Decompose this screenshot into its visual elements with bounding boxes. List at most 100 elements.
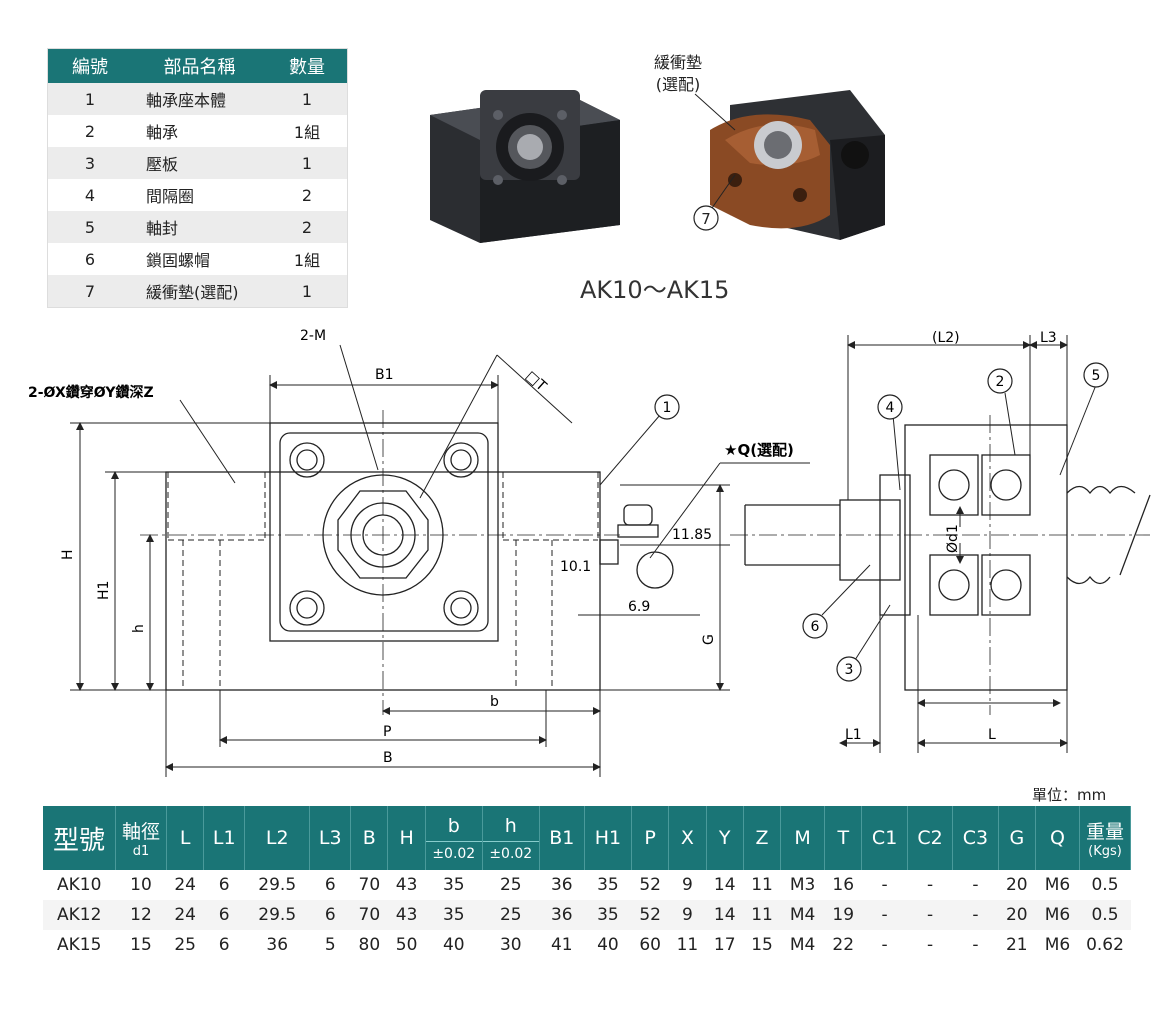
spec-cell: 29.5 xyxy=(258,875,297,895)
spec-header-t: T xyxy=(824,806,863,870)
spec-cell: 9 xyxy=(668,900,707,930)
spec-cell: 30 xyxy=(499,935,522,955)
unit-label: 單位：mm xyxy=(1032,786,1107,804)
parts-cell: 緩衝墊(選配) xyxy=(132,275,267,308)
label-h-lower: h xyxy=(131,624,147,633)
spec-cell: 35 xyxy=(597,875,619,895)
spec-cell: 20 xyxy=(998,900,1036,930)
spec-cell: - xyxy=(972,875,979,895)
spec-header-d1: d1 xyxy=(132,844,150,859)
label-2m: 2-M xyxy=(300,328,326,344)
spec-header-q: Q xyxy=(1035,806,1081,870)
parts-cell: 4 xyxy=(84,185,96,205)
spec-cell: 0.5 xyxy=(1079,900,1131,930)
spec-header-h-tol: ±0.02 xyxy=(482,840,539,862)
spec-cell: M6 xyxy=(1044,875,1071,895)
product-photo-block xyxy=(430,90,620,243)
callout-circle-6 xyxy=(802,613,828,639)
spec-cell: - xyxy=(926,875,934,895)
parts-cell: 2 xyxy=(267,211,348,243)
label-1: 1 xyxy=(663,400,672,416)
spec-header-b-tol: ±0.02 xyxy=(425,840,482,862)
spec-header-l1: L1 xyxy=(203,806,246,870)
spec-header-x: X xyxy=(668,806,707,870)
label-l: L xyxy=(988,727,996,743)
spec-cell: 70 xyxy=(350,900,388,930)
spec-cell: 25 xyxy=(482,900,540,930)
spec-cell: AK10 xyxy=(57,875,102,895)
spec-cell: 35 xyxy=(584,900,632,930)
spec-cell: 25 xyxy=(174,935,196,955)
spec-cell: 35 xyxy=(425,900,483,930)
spec-cell: 40 xyxy=(597,935,619,955)
spec-header-shaft-cn: 軸徑 xyxy=(121,821,160,843)
cushion-label-2: (選配) xyxy=(656,75,701,94)
spec-cell: 11 xyxy=(743,900,781,930)
callout-circle-4 xyxy=(877,394,903,420)
spec-cell: - xyxy=(881,875,888,895)
spec-cell: 35 xyxy=(442,875,465,895)
spec-cell: 22 xyxy=(832,935,855,955)
spec-header-c3: C3 xyxy=(952,806,999,870)
label-n6: 6 xyxy=(811,619,820,635)
spec-cell: 9 xyxy=(682,875,693,895)
spec-header-y: Y xyxy=(706,806,744,870)
label-b1: B1 xyxy=(375,367,394,383)
spec-cell: 40 xyxy=(442,935,465,955)
spec-header-weight-cn: 重量 xyxy=(1085,821,1124,843)
label-n5: 5 xyxy=(1092,368,1101,384)
spec-cell: 15 xyxy=(751,935,773,955)
spec-header-b-big: B xyxy=(350,806,389,870)
spec-cell: 70 xyxy=(358,875,381,895)
parts-cell: 1 xyxy=(267,275,348,308)
spec-cell: M3 xyxy=(789,875,816,895)
spec-header-g: G xyxy=(998,806,1036,870)
spec-cell: 19 xyxy=(824,900,862,930)
spec-cell: 36 xyxy=(266,935,289,955)
spec-cell: 17 xyxy=(713,935,736,955)
spec-cell: - xyxy=(952,900,999,930)
spec-cell: 25 xyxy=(499,875,522,895)
label-hole: 2-ØX鑽穿ØY鑽深Z xyxy=(28,384,154,401)
spec-header-l: L xyxy=(166,806,205,870)
spec-cell: 6 xyxy=(218,935,230,955)
spec-header-l3: L3 xyxy=(309,806,352,870)
spec-cell: - xyxy=(926,935,934,955)
parts-header-row: 編號 部品名稱 數量 xyxy=(47,48,348,83)
spec-header-b: b±0.02 xyxy=(425,806,483,870)
spec-cell: 50 xyxy=(395,935,418,955)
spec-cell: 20 xyxy=(1005,875,1028,895)
parts-cell: 1 xyxy=(267,147,348,179)
spec-cell: AK15 xyxy=(57,935,102,955)
spec-cell: - xyxy=(861,900,908,930)
spec-header-m: M xyxy=(780,806,826,870)
dim-101: 10.1 xyxy=(560,559,591,575)
spec-cell: 0.5 xyxy=(1091,875,1119,895)
parts-cell: 5 xyxy=(47,211,132,243)
spec-cell: - xyxy=(907,900,953,930)
parts-cell: 2 xyxy=(84,121,96,141)
parts-cell: 1組 xyxy=(293,251,321,270)
callout-circle-7 xyxy=(693,205,719,231)
spec-cell: 16 xyxy=(832,875,855,895)
parts-header-no: 編號 xyxy=(47,48,132,83)
spec-cell: - xyxy=(972,935,979,955)
spec-cell: 11 xyxy=(751,875,773,895)
spec-cell: 29.5 xyxy=(244,900,310,930)
parts-cell: 1 xyxy=(267,83,348,115)
spec-header-c1: C1 xyxy=(861,806,908,870)
label-p: P xyxy=(383,724,391,740)
spec-cell: 36 xyxy=(539,900,585,930)
spec-cell: M4 xyxy=(789,935,816,955)
spec-cell: 43 xyxy=(387,900,426,930)
spec-cell: 24 xyxy=(174,875,196,895)
spec-header-z: Z xyxy=(743,806,782,870)
spec-cell: M6 xyxy=(1035,900,1080,930)
spec-header-c2: C2 xyxy=(907,806,954,870)
spec-cell: 6 xyxy=(203,900,245,930)
